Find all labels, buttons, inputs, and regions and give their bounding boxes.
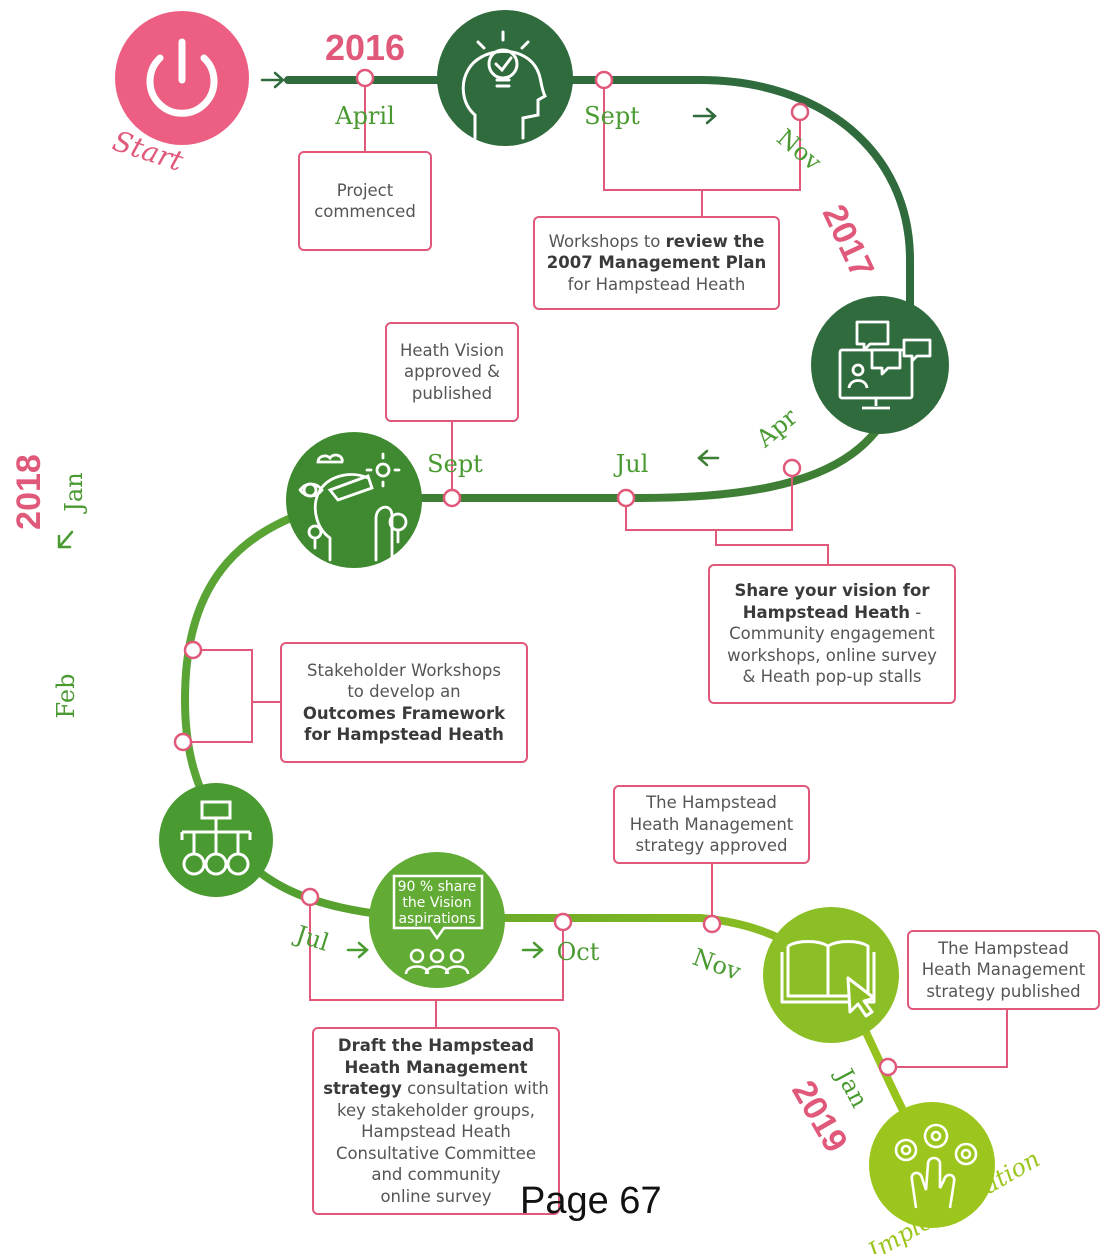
- box-line: Heath Management: [629, 814, 794, 834]
- box-line: The Hampstead: [938, 938, 1069, 958]
- box-line: Heath Vision: [399, 340, 505, 360]
- box-line: commenced: [314, 202, 416, 221]
- box-line: and community: [371, 1165, 501, 1184]
- month-label: Oct: [557, 938, 600, 966]
- strategy-published-box: The Hampstead Heath Management strategy …: [907, 930, 1100, 1010]
- box-bold: review the: [665, 231, 765, 251]
- box-line: online survey: [380, 1186, 492, 1206]
- org-chart-icon: [180, 800, 252, 876]
- lightbulb-head-icon: [461, 30, 547, 140]
- vision-circle: [286, 432, 422, 568]
- dot-sept-2016: [594, 70, 614, 90]
- project-commenced-box: Project commenced: [298, 151, 432, 251]
- box-line: workshops, online survey: [727, 645, 937, 665]
- box-line: & Heath pop-up stalls: [742, 667, 922, 687]
- month-label: Sept: [584, 102, 640, 130]
- box-line: strategy published: [926, 981, 1081, 1001]
- box-bold: Hampstead Heath: [742, 602, 911, 622]
- publish-circle: [763, 907, 899, 1043]
- vision-head-icon: [298, 452, 408, 562]
- year-label: 2018: [10, 454, 48, 530]
- share-vision-box: Share your vision for Hampstead Heath - …: [708, 564, 956, 704]
- vision-badge-line: aspirations: [398, 911, 475, 927]
- box-line: Hampstead Heath: [361, 1122, 511, 1141]
- connector-lines: [183, 80, 1008, 1068]
- year-label: 2017: [815, 199, 881, 284]
- month-label: Sept: [427, 450, 483, 478]
- start-circle: [115, 11, 249, 145]
- box-line: Workshops to: [548, 231, 666, 251]
- box-line: consultation with: [401, 1079, 549, 1098]
- idea-circle: [437, 10, 573, 146]
- framework-circle: [159, 783, 273, 897]
- strategy-approved-box: The Hampstead Heath Management strategy …: [613, 785, 810, 864]
- month-label: Feb: [52, 674, 80, 719]
- box-bold: Share your vision for: [734, 581, 930, 601]
- book-cursor-icon: [780, 940, 876, 1018]
- dot-feb-2018: [173, 732, 193, 752]
- arrow-right-icon: [260, 71, 285, 89]
- year-label: 2016: [325, 27, 405, 68]
- draft-strategy-box: Draft the Hampstead Heath Management str…: [312, 1027, 560, 1215]
- box-line: Heath Management: [921, 960, 1086, 980]
- dot-april-2016: [355, 68, 375, 88]
- box-bold: Outcomes Framework: [302, 703, 506, 723]
- box-line: Stakeholder Workshops: [307, 660, 501, 680]
- gears-hand-icon: [894, 1123, 978, 1209]
- dot-apr-2017: [782, 458, 802, 478]
- dot-jan-2019: [878, 1057, 898, 1077]
- dot-nov-2018: [702, 914, 722, 934]
- box-line: Community engagement: [729, 624, 935, 644]
- box-bold: strategy: [323, 1079, 402, 1098]
- power-icon: [146, 38, 218, 117]
- vision-approved-box: Heath Vision approved & published: [385, 322, 519, 422]
- month-label: Jul: [290, 919, 333, 957]
- box-line: approved &: [403, 362, 501, 382]
- timeline-dots: [173, 68, 898, 1077]
- box-bold: for Hampstead Heath: [304, 725, 504, 744]
- workshops-review-box: Workshops to review the 2007 Management …: [533, 216, 780, 310]
- dot-jul-2017: [616, 488, 636, 508]
- dot-nov-2016: [790, 102, 810, 122]
- dot-jan-2018: [183, 640, 203, 660]
- engagement-circle: [811, 296, 949, 434]
- dot-sept-2017: [442, 488, 462, 508]
- dot-oct-2018: [553, 912, 573, 932]
- survey-circle: 90 % share the Vision aspirations: [369, 852, 505, 988]
- arrow-left-icon: [697, 449, 720, 467]
- dot-jul-2018: [300, 887, 320, 907]
- direction-arrows: [57, 71, 720, 959]
- box-line: strategy approved: [635, 836, 788, 856]
- box-line: Consultative Committee: [335, 1143, 537, 1163]
- people-speech-icon: [392, 874, 484, 975]
- box-line: for Hampstead Heath: [567, 274, 746, 294]
- box-line: published: [411, 383, 493, 403]
- chat-screen-icon: [838, 320, 932, 410]
- box-bold: 2007 Management Plan: [546, 253, 767, 273]
- box-line: The Hampstead: [646, 793, 777, 813]
- month-label: Jul: [613, 450, 649, 478]
- month-label: Nov: [689, 943, 745, 986]
- month-label: Apr: [750, 403, 803, 454]
- arrow-right-icon: [521, 941, 544, 959]
- box-line: key stakeholder groups,: [337, 1100, 535, 1120]
- box-line: -: [910, 602, 922, 622]
- box-bold: Heath Management: [344, 1057, 528, 1077]
- month-label: April: [334, 102, 395, 130]
- vision-badge-line: the Vision: [402, 895, 471, 911]
- arrow-right-icon: [692, 107, 717, 125]
- box-bold: Draft the Hampstead: [337, 1036, 535, 1055]
- box-line: Project: [336, 180, 394, 200]
- page-number: Page 67: [520, 1180, 662, 1222]
- box-line: to develop an: [347, 682, 461, 701]
- arrow-right-icon: [346, 941, 369, 959]
- stakeholder-workshops-box: Stakeholder Workshops to develop an Outc…: [280, 642, 528, 763]
- arrow-down-left-icon: [57, 530, 74, 549]
- vision-badge-line: 90 % share: [398, 879, 477, 895]
- month-label: Jan: [60, 472, 88, 514]
- implementation-circle: [869, 1102, 995, 1228]
